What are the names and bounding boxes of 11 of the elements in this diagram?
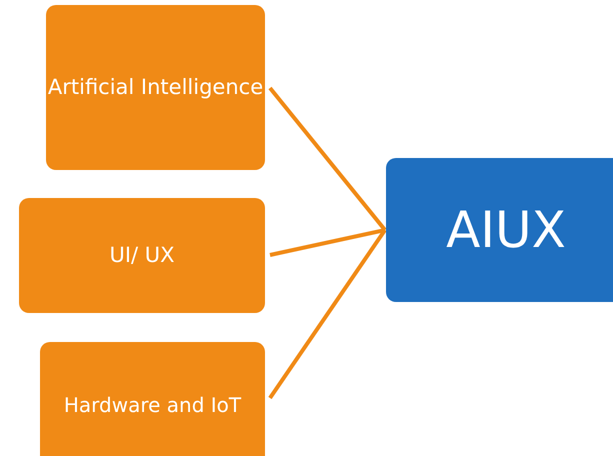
box-label: Artificial Intelligence bbox=[48, 74, 264, 101]
box-label: Hardware and IoT bbox=[64, 392, 242, 418]
result-box bbox=[386, 158, 613, 302]
process-box bbox=[46, 5, 265, 170]
process-box bbox=[19, 198, 265, 313]
box-label: AIUX bbox=[446, 200, 566, 261]
connector-line bbox=[268, 86, 387, 232]
process-box bbox=[40, 342, 265, 456]
connector-line bbox=[268, 228, 387, 400]
connector-line bbox=[270, 228, 386, 257]
box-label: UI/ UX bbox=[109, 242, 175, 269]
